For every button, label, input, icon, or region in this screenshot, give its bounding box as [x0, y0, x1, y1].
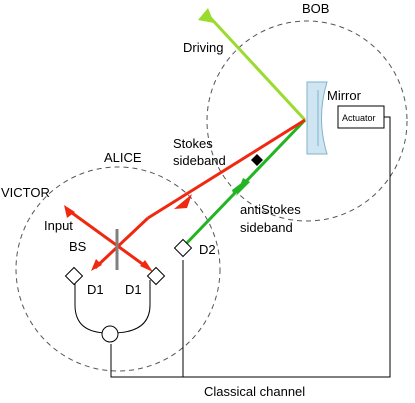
- input-beam: [64, 205, 153, 272]
- d2-label: D2: [199, 242, 216, 257]
- victor-label: VICTOR: [1, 185, 50, 200]
- left-d1-arrowhead: [91, 259, 102, 271]
- stokes-label-line1: Stokes: [173, 136, 213, 151]
- d1-left-label: D1: [87, 282, 104, 297]
- input-label: Input: [44, 218, 73, 233]
- actuator-label: Actuator: [342, 113, 376, 123]
- bob-region-circle: [206, 20, 408, 222]
- d2-detector: [173, 238, 193, 258]
- driving-label: Driving: [183, 40, 223, 55]
- coincidence-counter: [101, 325, 119, 343]
- mirror-label: Mirror: [327, 88, 362, 103]
- bob-label: BOB: [302, 1, 329, 16]
- antistokes-beam: [181, 118, 307, 249]
- d1-left-detector: [64, 266, 84, 286]
- diamond-marker: [251, 154, 263, 166]
- alice-region-circle: [15, 166, 221, 372]
- actuator-wire: [110, 116, 391, 378]
- input-arrowhead: [64, 205, 75, 218]
- d1-right-detector: [146, 266, 166, 286]
- stokes-arrowhead: [174, 194, 192, 209]
- alice-label: ALICE: [104, 150, 142, 165]
- mirror: [306, 81, 328, 155]
- antistokes-label-line1: antiStokes: [240, 202, 301, 217]
- antistokes-label-line2: sideband: [240, 220, 293, 235]
- driving-arrowhead: [198, 8, 214, 23]
- bs-label: BS: [69, 239, 87, 254]
- driving-beam: [198, 8, 307, 122]
- stokes-label-line2: sideband: [173, 153, 226, 168]
- stokes-beam: [93, 118, 306, 270]
- classical-channel-label: Classical channel: [204, 384, 305, 399]
- right-d1-arrowhead: [140, 260, 153, 272]
- actuator-box: [337, 105, 385, 129]
- d1-right-label: D1: [125, 282, 142, 297]
